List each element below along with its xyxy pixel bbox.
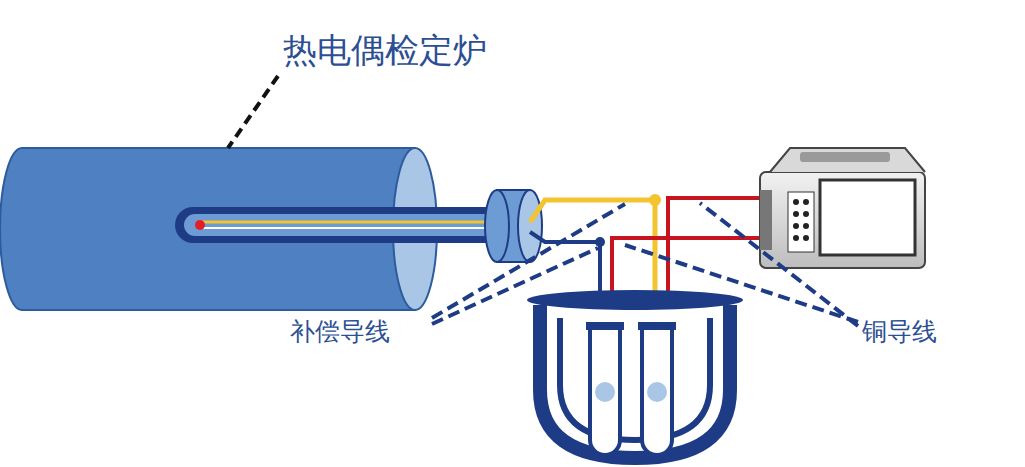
furnace-label: 热电偶检定炉 — [283, 32, 487, 69]
wire-label: 铜导线 — [862, 318, 937, 346]
instrument — [760, 148, 925, 268]
leader-line — [625, 245, 858, 322]
leader-line — [228, 76, 278, 148]
leader-line — [432, 204, 625, 318]
leader-line — [432, 248, 598, 324]
connector-head — [485, 190, 542, 262]
leader-line — [700, 203, 858, 326]
furnace — [0, 148, 510, 310]
ice-bath — [527, 290, 743, 458]
wire-label: 补偿导线 — [290, 318, 390, 346]
